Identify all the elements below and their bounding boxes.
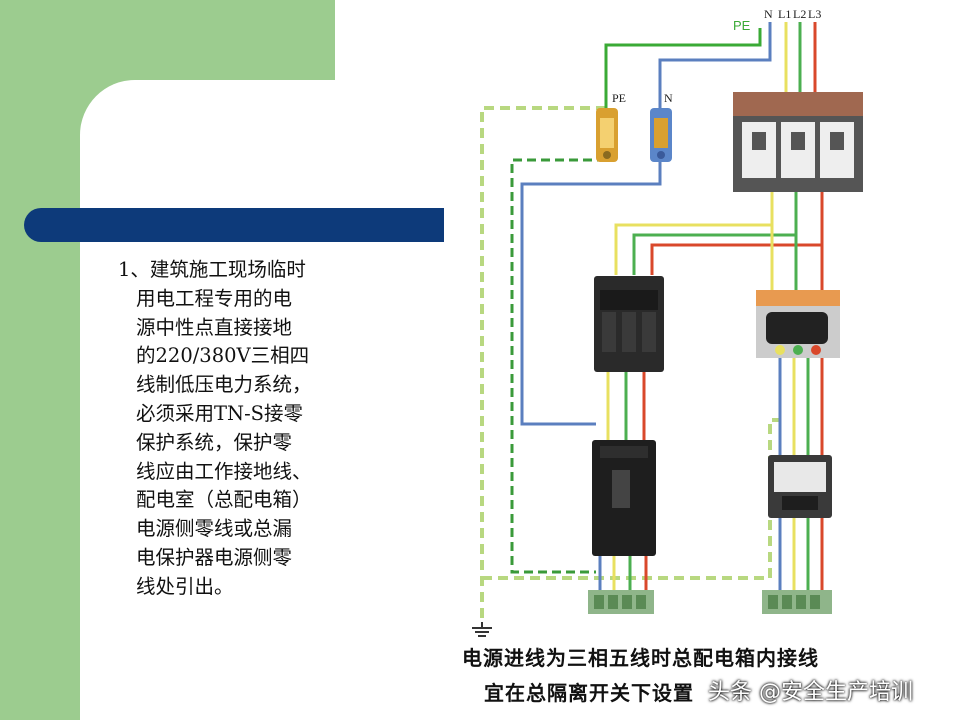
- left-terminal-block: [588, 590, 654, 614]
- right-rcd: [756, 290, 840, 358]
- text-line: 线应由工作接地线、: [136, 459, 312, 483]
- ground-symbol-icon: [472, 622, 492, 637]
- l1-label: L1: [778, 7, 791, 21]
- neutral-bus-wire: [520, 160, 662, 426]
- body-text: 1、建筑施工现场临时 用电工程专用的电 源中性点直接接地 的220/380V三相…: [118, 256, 368, 602]
- n-terminal: [650, 108, 672, 162]
- left-circuit-breaker: [592, 440, 656, 556]
- text-line: 配电室（总配电箱）: [136, 488, 312, 512]
- text-line: 源中性点直接接地: [136, 315, 293, 339]
- pe-top-label: PE: [733, 18, 751, 33]
- pe-terminal: [596, 108, 618, 162]
- text-line: 保护系统，保护零: [136, 430, 293, 454]
- diagram-caption-line2: 宜在总隔离开关下设置: [484, 681, 694, 705]
- main-isolator-switch: [733, 92, 863, 192]
- text-line: 电保护器电源侧零: [136, 545, 293, 569]
- diagram-caption-line1: 电源进线为三相五线时总配电箱内接线: [462, 646, 819, 670]
- l1-branch-wire: [614, 190, 774, 275]
- text-line: 线处引出。: [136, 574, 234, 598]
- white-top-panel: [335, 0, 960, 82]
- text-line: 的220/380V三相四: [136, 344, 310, 368]
- neutral-incoming-wire: [658, 22, 772, 108]
- text-line: 线制低压电力系统，: [136, 373, 312, 397]
- pe-wire: [604, 28, 762, 108]
- text-line: 用电工程专用的电: [136, 286, 293, 310]
- text-line: 电源侧零线或总漏: [136, 517, 293, 541]
- text-line: 1、建筑施工现场临时: [118, 258, 306, 281]
- l2-label: L2: [793, 7, 806, 21]
- l3-label: L3: [808, 7, 821, 21]
- n-terminal-label: N: [664, 91, 673, 105]
- watermark: 头条 @安全生产培训: [708, 680, 913, 705]
- n-top-label: N: [764, 7, 773, 21]
- text-line: 必须采用TN-S接零: [136, 401, 304, 425]
- right-leakage-breaker: [768, 455, 832, 518]
- title-bar: [24, 208, 444, 242]
- right-terminal-block: [762, 590, 832, 614]
- pe-terminal-label: PE: [612, 91, 626, 105]
- left-fuse-switch: [594, 276, 664, 372]
- ground-dashed-loop: [480, 106, 780, 622]
- wiring-diagram: PE N L1 L2 L3 PE N: [472, 7, 863, 637]
